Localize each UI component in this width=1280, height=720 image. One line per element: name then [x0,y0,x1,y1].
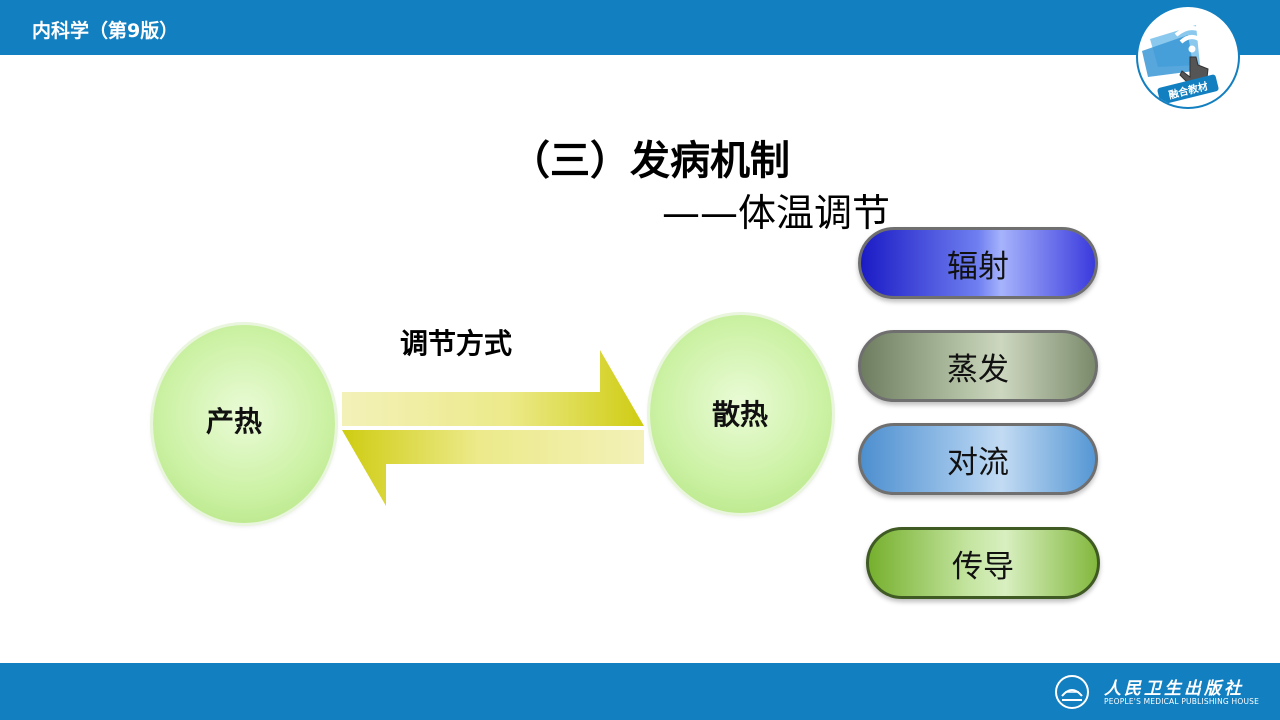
method-convection: 对流 [858,423,1098,495]
course-title: 内科学（第9版） [32,20,179,42]
right-arrow [342,350,644,426]
left-arrow [342,430,644,506]
fusion-textbook-badge: 融合教材 [1136,5,1240,109]
method-radiation-label: 辐射 [947,248,1009,285]
method-evaporation-label: 蒸发 [947,351,1009,388]
method-convection-label: 对流 [947,444,1009,481]
publisher-name-en: PEOPLE'S MEDICAL PUBLISHING HOUSE [1104,697,1260,706]
heat-production-label: 产热 [206,405,263,438]
regulation-method-label: 调节方式 [400,327,513,360]
bidirectional-arrows [342,350,644,506]
heat-dissipation-circle [650,315,832,513]
method-evaporation: 蒸发 [858,330,1098,402]
heat-dissipation-label: 散热 [712,398,769,431]
slide-title: （三）发病机制 [510,138,790,184]
slide-subtitle: ——体温调节 [662,191,891,235]
method-radiation: 辐射 [858,227,1098,299]
publisher-name-cn: 人民卫生出版社 [1104,679,1244,699]
heat-production-circle [153,325,335,523]
header-bar [0,0,1280,55]
method-conduction: 传导 [866,527,1100,599]
publisher-logo-icon [1055,675,1089,709]
wifi-hand-icon [1142,25,1210,88]
method-conduction-label: 传导 [952,548,1014,585]
